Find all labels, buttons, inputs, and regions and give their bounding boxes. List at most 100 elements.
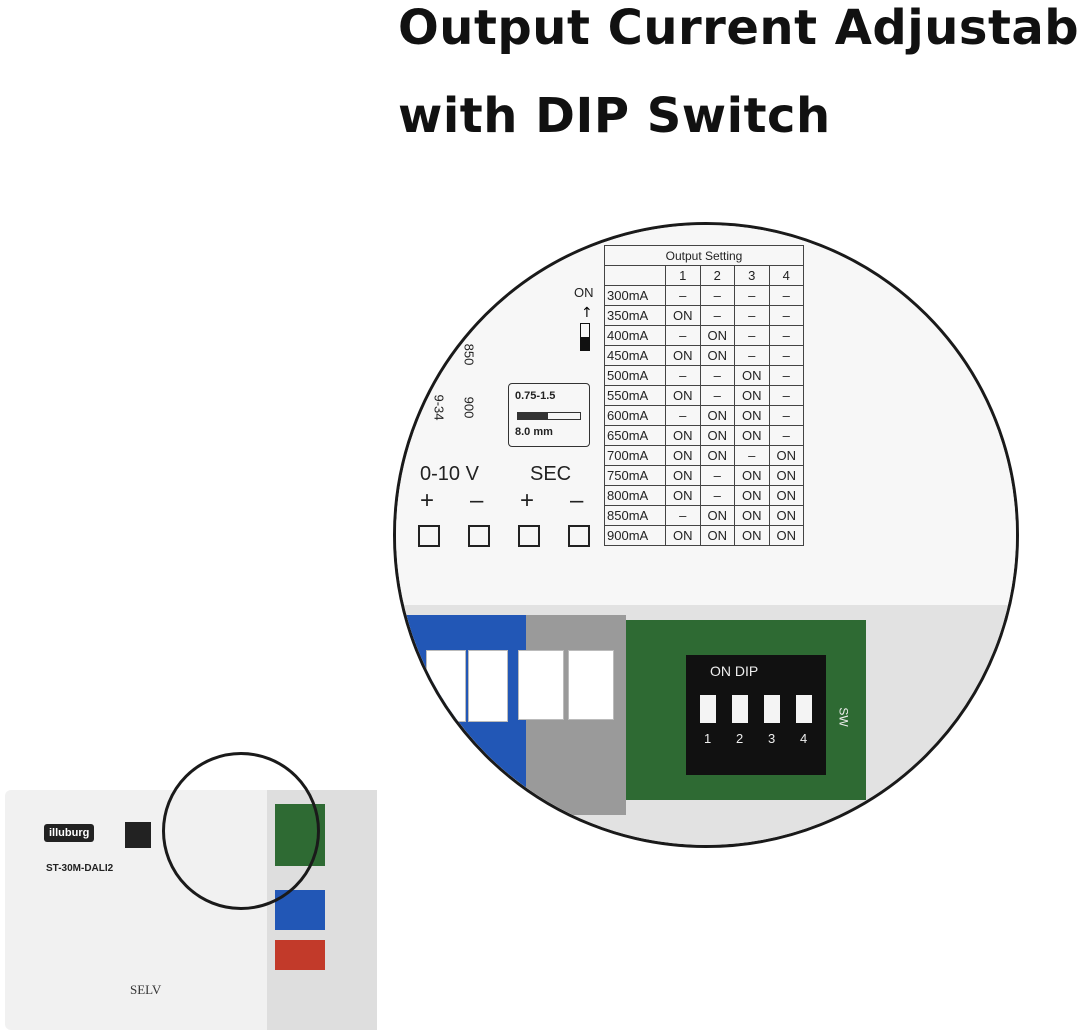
column-header-4: 4	[768, 265, 804, 286]
dip-number-2: 2	[736, 731, 744, 746]
terminal-lever	[468, 650, 508, 722]
pcb-board: ON DIP 1 2 3 4 SW	[626, 620, 866, 800]
switch-state-cell: –	[665, 285, 701, 306]
current-value: 650mA	[604, 425, 666, 446]
switch-state-cell: –	[734, 305, 770, 326]
table-row: 300mA––––	[604, 285, 804, 306]
pcb-area: ON DIP 1 2 3 4 SW	[396, 605, 1016, 845]
switch-state-cell: ON	[665, 385, 701, 406]
switch-state-cell: ON	[665, 525, 701, 546]
switch-state-cell: –	[699, 465, 735, 486]
terminal-lever	[518, 650, 564, 720]
dip-switch-3[interactable]	[764, 695, 780, 723]
current-value: 600mA	[604, 405, 666, 426]
switch-state-cell: ON	[768, 525, 804, 546]
dip-label: ON DIP	[710, 663, 759, 679]
switch-state-cell: ON	[734, 405, 770, 426]
switch-state-cell: ON	[768, 505, 804, 526]
sw-label: SW	[836, 707, 851, 727]
terminal-square-icon	[518, 525, 540, 547]
plus-sign: +	[520, 487, 535, 514]
switch-state-cell: ON	[665, 485, 701, 506]
wire-gauge-label: 0.75-1.5	[515, 390, 556, 402]
switch-state-cell: –	[699, 285, 735, 306]
switch-state-cell: –	[699, 305, 735, 326]
switch-state-cell: –	[768, 425, 804, 446]
number-900: 900	[461, 396, 477, 419]
switch-state-cell: –	[665, 505, 701, 526]
switch-state-cell: ON	[734, 385, 770, 406]
current-value: 350mA	[604, 305, 666, 326]
minus-sign: –	[470, 487, 484, 514]
switch-state-cell: –	[699, 365, 735, 386]
io-0-10v-label: 0-10 V	[420, 463, 479, 485]
switch-state-cell: –	[768, 405, 804, 426]
dip-switch-2[interactable]	[732, 695, 748, 723]
table-title: Output Setting	[604, 245, 804, 266]
switch-state-cell: –	[768, 385, 804, 406]
switch-state-cell: ON	[734, 425, 770, 446]
switch-state-cell: ON	[699, 445, 735, 466]
switch-state-cell: –	[699, 385, 735, 406]
table-row: 400mA–ON––	[604, 325, 804, 346]
switch-state-cell: ON	[665, 305, 701, 326]
switch-state-cell: –	[768, 345, 804, 366]
current-value: 750mA	[604, 465, 666, 486]
zoom-indicator-circle	[162, 752, 320, 910]
switch-state-cell: –	[665, 365, 701, 386]
wire-strip-icon	[517, 412, 581, 420]
current-value: 700mA	[604, 445, 666, 466]
device-model: ST-30M-DALI2	[46, 863, 114, 874]
terminal-square-icon	[468, 525, 490, 547]
dip-switch-1[interactable]	[700, 695, 716, 723]
dip-switch-4[interactable]	[796, 695, 812, 723]
current-value: 800mA	[604, 485, 666, 506]
switch-state-cell: ON	[699, 525, 735, 546]
switch-state-cell: –	[768, 325, 804, 346]
switch-state-cell: ON	[665, 465, 701, 486]
column-header-2: 2	[699, 265, 735, 286]
terminal-lever	[568, 650, 614, 720]
dip-number-3: 3	[768, 731, 776, 746]
switch-state-cell: –	[768, 285, 804, 306]
current-value: 550mA	[604, 385, 666, 406]
switch-state-cell: –	[768, 305, 804, 326]
dip-switch[interactable]: ON DIP 1 2 3 4	[686, 655, 826, 775]
current-value: 450mA	[604, 345, 666, 366]
brand-logo: illuburg	[44, 824, 95, 842]
switch-state-cell: ON	[665, 425, 701, 446]
switch-state-cell: ON	[665, 445, 701, 466]
header-blank	[604, 265, 666, 286]
switch-state-cell: ON	[734, 505, 770, 526]
switch-state-cell: –	[734, 325, 770, 346]
minus-sign: –	[570, 487, 584, 514]
switch-state-cell: –	[734, 285, 770, 306]
current-value: 850mA	[604, 505, 666, 526]
switch-state-cell: ON	[699, 505, 735, 526]
headline-line-1: Output Current Adjustable	[398, 0, 1080, 56]
number-850: 850	[461, 343, 477, 366]
terminal-square-icon	[568, 525, 590, 547]
switch-state-cell: ON	[734, 465, 770, 486]
terminal-square-icon	[418, 525, 440, 547]
switch-state-cell: ON	[699, 325, 735, 346]
current-value: 500mA	[604, 365, 666, 386]
switch-state-cell: –	[768, 365, 804, 386]
io-sec-label: SEC	[530, 463, 572, 485]
dip-number-4: 4	[800, 731, 808, 746]
switch-state-cell: ON	[665, 345, 701, 366]
qr-code-icon	[125, 822, 151, 848]
switch-state-cell: ON	[734, 485, 770, 506]
switch-state-cell: ON	[699, 425, 735, 446]
column-header-3: 3	[734, 265, 770, 286]
number-9-34: 9-34	[431, 394, 447, 421]
